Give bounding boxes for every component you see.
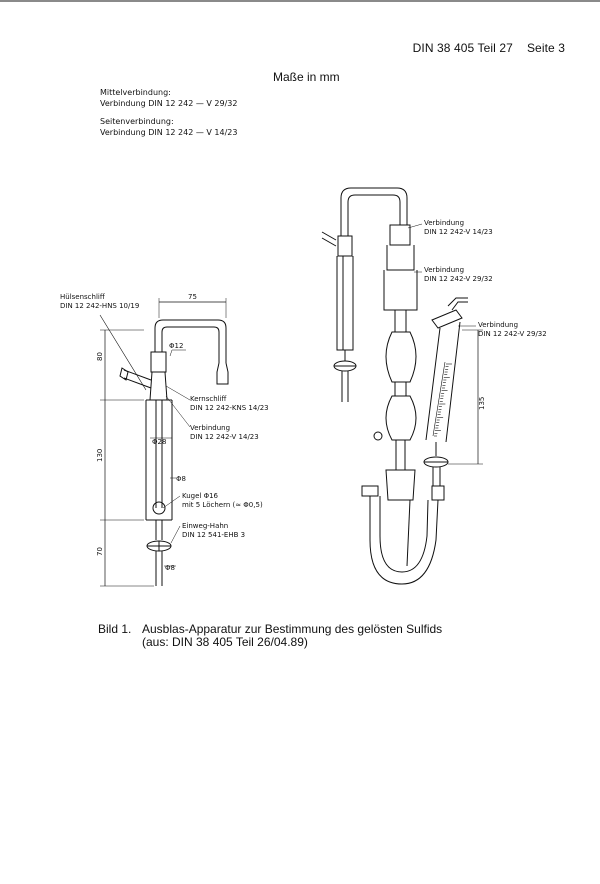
v1-label-value: DIN 12 242-V 14/23 [424, 228, 493, 236]
v2-label-title: Verbindung [424, 266, 464, 274]
seiten-connection-spec: Seitenverbindung: Verbindung DIN 12 242 … [100, 116, 237, 138]
phi-8-upper: Φ8 [176, 475, 186, 483]
v1-label-title: Verbindung [424, 219, 464, 227]
phi-28: Φ28 [152, 438, 166, 446]
left-apparatus [99, 298, 229, 587]
mittel-value: Verbindung DIN 12 242 — V 29/32 [100, 99, 238, 108]
dim-70: 70 [96, 547, 104, 556]
seiten-title: Seitenverbindung: [100, 117, 174, 126]
v3-label-value: DIN 12 242-V 29/32 [478, 330, 547, 338]
kugel-label-value: mit 5 Löchern (≈ Φ0,5) [182, 501, 263, 509]
standard-number: DIN 38 405 Teil 27 [412, 41, 513, 55]
hahn-label-title: Einweg-Hahn [182, 522, 228, 530]
kern-label-value: DIN 12 242-KNS 14/23 [190, 404, 269, 412]
kugel-label-title: Kugel Φ16 [182, 492, 219, 500]
verb-label-value: DIN 12 242-V 14/23 [190, 433, 259, 441]
page-number: Seite 3 [526, 41, 565, 55]
huelsen-label-title: Hülsenschliff [60, 293, 105, 301]
kern-label-title: Kernschliff [190, 395, 227, 403]
verb-label-title: Verbindung [190, 424, 230, 432]
figure-caption: Bild 1. Ausblas-Apparatur zur Bestimmung … [98, 623, 442, 649]
huelsen-label-value: DIN 12 242-HNS 10/19 [60, 302, 139, 310]
caption-line-1: Ausblas-Apparatur zur Bestimmung des gel… [142, 622, 443, 636]
right-apparatus [321, 187, 483, 585]
units-note: Maße in mm [273, 70, 340, 84]
dim-135: 135 [478, 397, 486, 410]
top-rule [0, 0, 600, 2]
figure-number: Bild 1. [98, 622, 132, 636]
dim-80: 80 [96, 352, 104, 361]
mittel-title: Mittelverbindung: [100, 88, 171, 97]
mittel-connection-spec: Mittelverbindung: Verbindung DIN 12 242 … [100, 87, 237, 109]
hahn-label-value: DIN 12 541-EHB 3 [182, 531, 245, 539]
page-header: DIN 38 405 Teil 27 Seite 3 [399, 41, 565, 55]
dim-75: 75 [188, 293, 197, 301]
phi-8-lower: Φ8 [165, 564, 175, 572]
dim-130: 130 [96, 449, 104, 462]
graduation-scale [434, 363, 452, 437]
v3-label-title: Verbindung [478, 321, 518, 329]
caption-line-2: (aus: DIN 38 405 Teil 26/04.89) [142, 635, 308, 649]
v2-label-value: DIN 12 242-V 29/32 [424, 275, 493, 283]
phi-12: Φ12 [169, 342, 183, 350]
seiten-value: Verbindung DIN 12 242 — V 14/23 [100, 128, 238, 137]
